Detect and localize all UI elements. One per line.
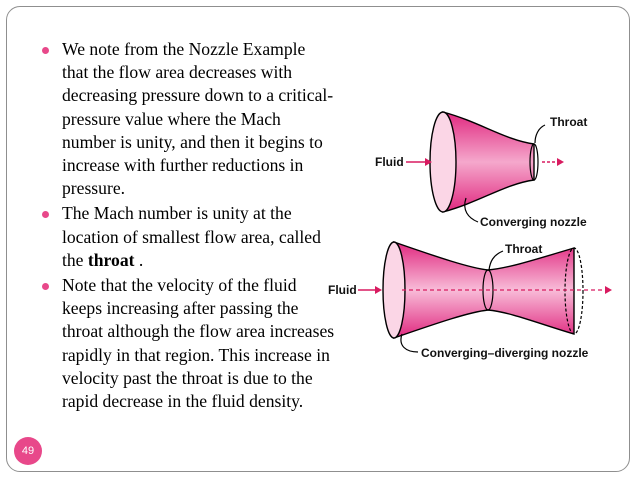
- bullet-item: Note that the velocity of the fluid keep…: [40, 274, 336, 413]
- page-number-badge: 49: [14, 437, 42, 465]
- caption-leader-line: [400, 333, 419, 353]
- bullet-bold-term: throat: [87, 249, 135, 270]
- cd-nozzle-shape: [382, 241, 584, 339]
- bullet-text: .: [134, 249, 144, 270]
- bullet-list: We note from the Nozzle Example that the…: [40, 38, 336, 415]
- converging-nozzle-figure: Fluid Throat Converging nozzle: [375, 111, 587, 229]
- throat-label: Throat: [550, 115, 587, 129]
- converging-diverging-nozzle-figure: Fluid Throat Converging–diverging nozzle: [328, 241, 612, 360]
- converging-nozzle-shape: [429, 111, 539, 213]
- bullet-text: The Mach number is unity at the location…: [62, 203, 321, 270]
- bullet-item: We note from the Nozzle Example that the…: [40, 38, 336, 200]
- throat-label: Throat: [505, 242, 542, 256]
- fluid-outlet-arrowhead: [605, 286, 612, 294]
- fluid-label: Fluid: [328, 283, 357, 297]
- fluid-outlet-arrow: [542, 158, 564, 166]
- slide-frame: [6, 6, 630, 472]
- throat-leader-line: [534, 124, 546, 144]
- caption-leader-line: [464, 197, 479, 223]
- fluid-inlet-arrow: [406, 158, 432, 166]
- converging-nozzle-caption: Converging nozzle: [480, 215, 587, 229]
- converging-diverging-nozzle-caption: Converging–diverging nozzle: [421, 346, 589, 360]
- bullet-item: The Mach number is unity at the location…: [40, 202, 336, 272]
- bullet-text: Note that the velocity of the fluid keep…: [62, 275, 335, 412]
- throat-leader-line: [488, 250, 504, 271]
- bullet-text: We note from the Nozzle Example that the…: [62, 39, 334, 199]
- bullet-icon: [42, 283, 49, 291]
- bullet-icon: [42, 211, 49, 219]
- fluid-label: Fluid: [375, 155, 404, 169]
- fluid-inlet-arrow: [358, 286, 382, 294]
- bullet-icon: [42, 47, 49, 54]
